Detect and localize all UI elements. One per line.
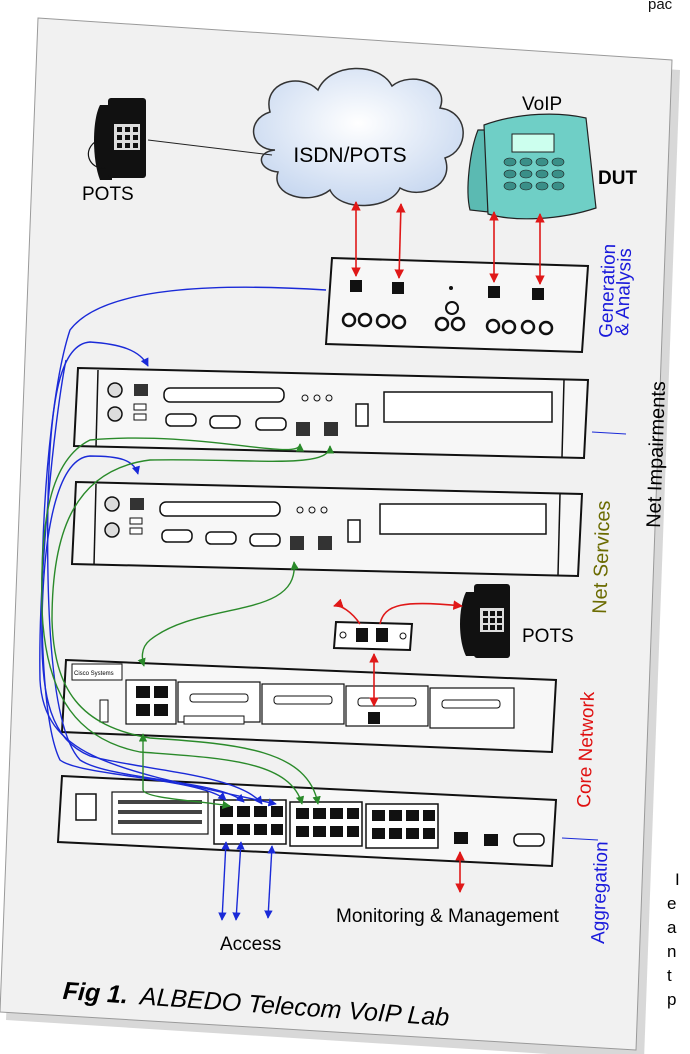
layer-label-generation-line2: & Analysis bbox=[612, 248, 636, 336]
pots-interface-module bbox=[332, 620, 414, 652]
net-services-device bbox=[70, 480, 584, 578]
aggregation-switch-device bbox=[56, 774, 558, 868]
pots-cloud-line bbox=[147, 139, 273, 156]
caption-prefix: Fig 1. bbox=[62, 977, 129, 1009]
red-links bbox=[333, 201, 545, 893]
green-links bbox=[41, 437, 335, 810]
edge-letter: t bbox=[667, 966, 672, 985]
aggregation-leader bbox=[561, 837, 599, 841]
monitoring-label: Monitoring & Management bbox=[336, 906, 560, 927]
layer-label-services: Net Services bbox=[589, 500, 615, 614]
pots-phone-right-icon bbox=[460, 584, 510, 658]
edge-letter: n bbox=[667, 942, 677, 961]
edge-letter: p bbox=[667, 990, 677, 1009]
pots-left-label: POTS bbox=[82, 184, 134, 205]
voip-phone-icon bbox=[467, 113, 597, 220]
page-edge-top-text: pac bbox=[648, 0, 673, 13]
vendor-label: Cisco Systems bbox=[74, 671, 114, 677]
access-label: Access bbox=[220, 934, 281, 955]
dut-label: DUT bbox=[598, 168, 637, 189]
page-edge-bottom-text: I e a n t p bbox=[667, 868, 680, 1012]
impairments-leader bbox=[591, 431, 627, 435]
layer-label-impairments: Net Impairments bbox=[643, 381, 670, 528]
blue-links bbox=[39, 286, 327, 921]
generation-analysis-device bbox=[324, 256, 590, 354]
pots-phone-left-icon bbox=[87, 98, 146, 180]
layer-label-core: Core Network bbox=[574, 691, 599, 808]
layer-label-aggregation: Aggregation bbox=[588, 841, 613, 944]
layer-label-generation-line1: Generation bbox=[596, 243, 620, 338]
edge-letter: e bbox=[667, 894, 677, 913]
pots-right-label: POTS bbox=[522, 626, 574, 647]
isdn-pots-cloud bbox=[253, 67, 464, 207]
net-impairments-device bbox=[72, 366, 590, 460]
edge-letter: a bbox=[667, 918, 677, 937]
voip-label: VoIP bbox=[522, 94, 562, 115]
cloud-label: ISDN/POTS bbox=[293, 144, 406, 167]
edge-letter: I bbox=[675, 870, 680, 889]
